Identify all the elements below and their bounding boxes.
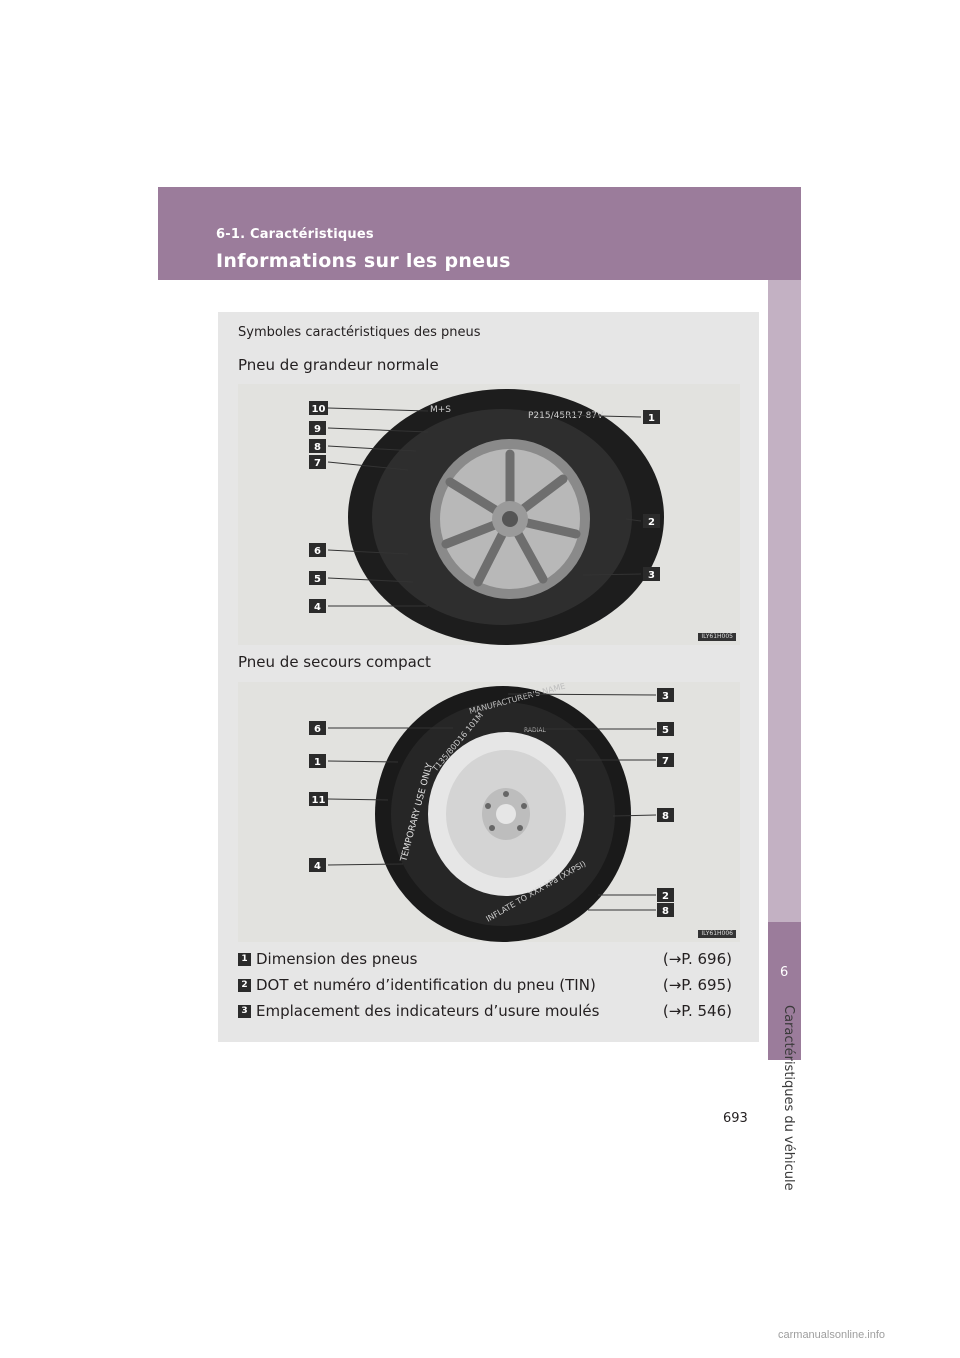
callout-3: 3 <box>643 567 660 581</box>
chapter-number: 6 <box>780 965 789 980</box>
callout-4: 4 <box>309 599 326 613</box>
callout-11: 11 <box>309 792 328 806</box>
figure1-code: ILY61H005 <box>698 633 736 641</box>
svg-text:7: 7 <box>662 756 669 767</box>
chapter-tab <box>768 922 801 1060</box>
callout-1: 1 <box>309 754 326 768</box>
svg-text:8: 8 <box>314 442 321 453</box>
svg-text:3: 3 <box>662 691 669 702</box>
callout-2: 2 <box>657 888 674 902</box>
svg-text:2: 2 <box>662 891 669 902</box>
svg-text:1: 1 <box>648 413 655 424</box>
section-label: 6-1. Caractéristiques <box>216 227 374 242</box>
legend-marker: 3 <box>238 1005 251 1018</box>
svg-text:9: 9 <box>314 424 321 435</box>
callout-10: 10 <box>309 401 328 415</box>
tire-text-radial: RADIAL <box>524 727 547 734</box>
svg-text:5: 5 <box>662 725 669 736</box>
full-size-tire-figure: M+S P215/45R17 87V 10 9 8 7 6 5 4 1 2 3 <box>238 384 740 645</box>
tire-symbols-box: Symboles caractéristiques des pneus Pneu… <box>218 312 759 1042</box>
legend-marker: 2 <box>238 979 251 992</box>
page-title: Informations sur les pneus <box>216 250 511 272</box>
callout-7: 7 <box>309 455 326 469</box>
page-reference-link[interactable]: (→P. 696) <box>662 950 732 968</box>
callout-2: 2 <box>643 514 660 528</box>
callout-8-second: 8 <box>657 903 674 917</box>
page-reference-link[interactable]: (→P. 546) <box>662 1002 732 1020</box>
svg-text:4: 4 <box>314 861 321 872</box>
callout-8: 8 <box>309 439 326 453</box>
tire-text-ms: M+S <box>430 405 451 415</box>
tire-text-size: P215/45R17 87V <box>528 411 604 421</box>
full-size-tire-illustration: M+S P215/45R17 87V 10 9 8 7 6 5 4 1 2 3 <box>309 389 664 645</box>
figure2-code: ILY61H006 <box>698 930 736 938</box>
svg-text:8: 8 <box>662 811 669 822</box>
watermark: carmanualsonline.info <box>778 1329 886 1341</box>
svg-text:1: 1 <box>314 757 321 768</box>
svg-text:5: 5 <box>314 574 321 585</box>
section-header: 6-1. Caractéristiques Informations sur l… <box>158 187 801 280</box>
box-heading: Symboles caractéristiques des pneus <box>238 325 481 340</box>
legend-text: Dimension des pneus <box>256 950 418 968</box>
compact-spare-illustration: MANUFACTURER'S NAME T135/80D16 101M RADI… <box>309 682 674 942</box>
svg-text:6: 6 <box>314 724 321 735</box>
callout-3: 3 <box>657 688 674 702</box>
page-reference-link[interactable]: (→P. 695) <box>662 976 732 994</box>
callout-1: 1 <box>643 410 660 424</box>
callout-5: 5 <box>309 571 326 585</box>
compact-spare-figure: MANUFACTURER'S NAME T135/80D16 101M RADI… <box>238 682 740 942</box>
callout-9: 9 <box>309 421 326 435</box>
figure2-caption: Pneu de secours compact <box>238 653 431 671</box>
callout-4: 4 <box>309 858 326 872</box>
legend-marker: 1 <box>238 953 251 966</box>
svg-text:7: 7 <box>314 458 321 469</box>
svg-text:6: 6 <box>314 546 321 557</box>
figure1-caption: Pneu de grandeur normale <box>238 356 439 374</box>
callout-5: 5 <box>657 722 674 736</box>
legend-item-tire-size: 1 Dimension des pneus (→P. 696) <box>238 950 738 970</box>
callout-6: 6 <box>309 721 326 735</box>
svg-text:8: 8 <box>662 906 669 917</box>
svg-text:4: 4 <box>314 602 321 613</box>
page-number: 693 <box>723 1111 748 1126</box>
svg-text:2: 2 <box>648 517 655 528</box>
svg-text:11: 11 <box>312 795 326 806</box>
svg-text:3: 3 <box>648 570 655 581</box>
callout-6: 6 <box>309 543 326 557</box>
svg-text:10: 10 <box>312 404 326 415</box>
legend-text: DOT et numéro d’identification du pneu (… <box>256 976 596 994</box>
callout-8: 8 <box>657 808 674 822</box>
callout-7: 7 <box>657 753 674 767</box>
chapter-label: Caractéristiques du véhicule <box>781 1005 796 1191</box>
legend-item-dot-tin: 2 DOT et numéro d’identification du pneu… <box>238 976 738 996</box>
legend-text: Emplacement des indicateurs d’usure moul… <box>256 1002 600 1020</box>
legend-item-wear-indicators: 3 Emplacement des indicateurs d’usure mo… <box>238 1002 738 1022</box>
